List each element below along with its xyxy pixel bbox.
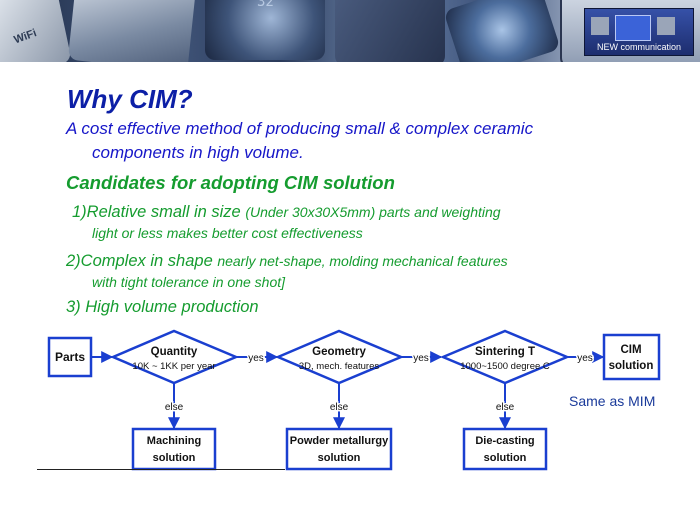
screen-caption: NEW communication [596,42,682,52]
else-label: else [165,402,184,413]
candidate-2-lead: 2)Complex in shape [66,252,218,270]
phone-image: 32 [205,0,325,60]
else-label: else [330,402,349,413]
slide-title: Why CIM? [67,84,193,114]
screen-icon [591,17,609,35]
decision-diamond-quantity [109,329,240,385]
candidates-heading: Candidates for adopting CIM solution [66,172,395,193]
decision-diamond-sintering [439,329,571,385]
candidate-1-paren: (Under 30x30X5mm) [245,204,376,220]
alt-label-line-2: solution [318,452,361,464]
alt-label-line-1: Machining [147,435,201,447]
yes-label: yes [248,353,264,364]
phone-digits: 32 [257,0,274,10]
phone-image [335,0,445,62]
alt-label-line-2: solution [153,452,196,464]
decision-title: Geometry [312,346,366,358]
decision-title: Quantity [151,346,198,358]
alt-box-die-casting [462,427,548,471]
candidate-1-tail: parts and weighting [375,204,501,220]
screen-icon [615,15,651,41]
candidate-1-line-2: light or less makes better cost effectiv… [92,225,363,241]
candidate-1: 1)Relative small in size (Under 30x30X5m… [72,203,501,222]
else-label: else [496,402,515,413]
end-box [602,333,661,381]
yes-label: yes [413,353,429,364]
decision-title: Sintering T [475,346,535,358]
header-banner-image: WiFi 32 NEW communication [0,0,700,62]
alt-label-line-1: Powder metallurgy [290,435,389,447]
flowchart: Parts yes yes yes Quantity 10K ~ 1KK per… [0,320,700,480]
end-label-line-2: solution [609,360,654,372]
start-label: Parts [55,350,85,364]
wifi-label: WiFi [12,27,39,47]
yes-label: yes [577,353,593,364]
alt-label-line-1: Die-casting [475,435,534,447]
end-label-line-1: CIM [620,344,641,356]
phone-image [443,0,561,62]
candidate-2: 2)Complex in shape nearly net-shape, mol… [66,252,508,271]
decision-detail: 3D, mech. features [299,361,380,372]
screen-icon [657,17,675,35]
decision-detail: 10K ~ 1KK per year [132,361,215,372]
intro-line-1: A cost effective method of producing sma… [66,119,534,138]
candidate-2-line-2: with tight tolerance in one shot] [92,274,286,290]
candidate-2-tail: nearly net-shape, molding mechanical fea… [217,253,508,269]
intro-line-2: components in high volume. [92,143,304,162]
alt-label-line-2: solution [484,452,527,464]
start-box [47,336,93,378]
alt-box-powder-metallurgy [285,427,393,471]
alt-box-machining [131,427,217,471]
phone-screen: NEW communication [584,8,694,56]
candidate-1-lead: 1)Relative small in size [72,203,246,221]
phone-image: WiFi [0,0,72,62]
divider-line [37,469,285,470]
phone-image [67,0,197,62]
decision-diamond-geometry [274,329,405,385]
end-note: Same as MIM [569,393,656,409]
candidate-3: 3) High volume production [66,298,259,316]
decision-detail: 1000~1500 degree C [460,361,550,372]
